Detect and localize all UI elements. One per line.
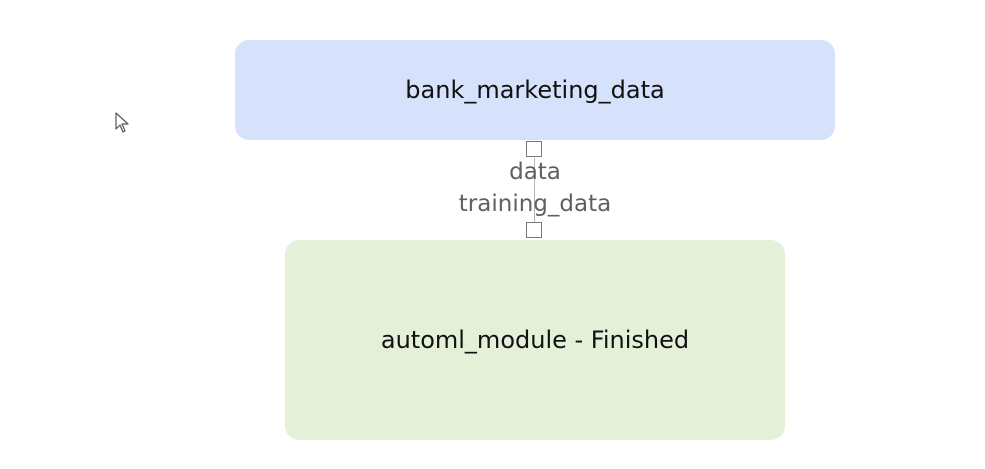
output-port[interactable]	[526, 141, 542, 157]
mouse-pointer-icon	[115, 112, 129, 133]
output-port-label: data	[509, 159, 561, 185]
connection-edge[interactable]	[534, 158, 535, 222]
dataset-node-bank-marketing-data[interactable]: bank_marketing_data	[235, 40, 835, 140]
input-port[interactable]	[526, 222, 542, 238]
dataset-node-label: bank_marketing_data	[405, 76, 665, 104]
module-node-automl[interactable]: automl_module - Finished	[285, 240, 785, 440]
input-port-label: training_data	[458, 191, 612, 217]
module-node-label: automl_module - Finished	[380, 326, 690, 354]
